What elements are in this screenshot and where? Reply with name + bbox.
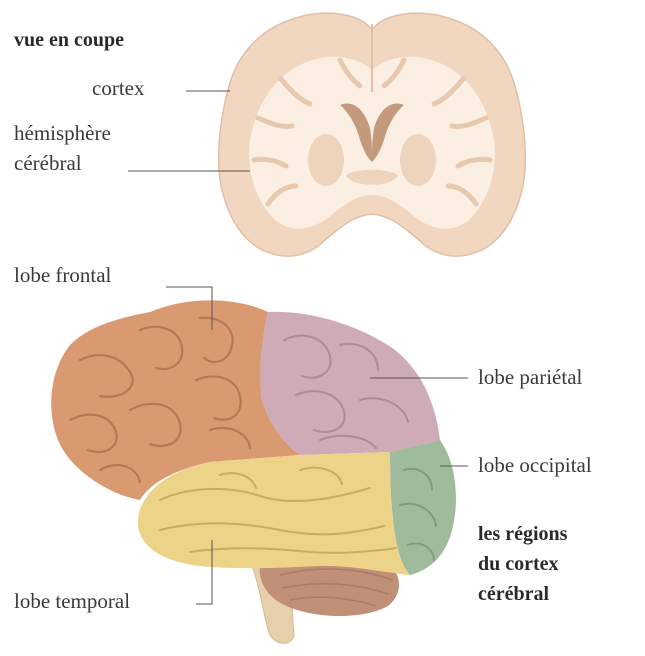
label-hemisphere-line1: hémisphère [14, 120, 111, 147]
label-occipital-lobe: lobe occipital [478, 452, 592, 479]
label-temporal-lobe: lobe temporal [14, 588, 130, 615]
coronal-section [219, 13, 526, 256]
basal-nuclei-left [308, 134, 344, 186]
caption-line1: les régions [478, 521, 567, 548]
label-hemisphere-line2: cérébral [14, 150, 82, 177]
label-frontal-lobe: lobe frontal [14, 262, 111, 289]
section-title: vue en coupe [14, 27, 124, 54]
label-cortex: cortex [92, 75, 144, 102]
parietal-lobe [260, 312, 440, 455]
caption-line2: du cortex [478, 551, 559, 578]
label-parietal-lobe: lobe pariétal [478, 364, 582, 391]
caption-line3: cérébral [478, 581, 549, 608]
basal-nuclei-right [400, 134, 436, 186]
